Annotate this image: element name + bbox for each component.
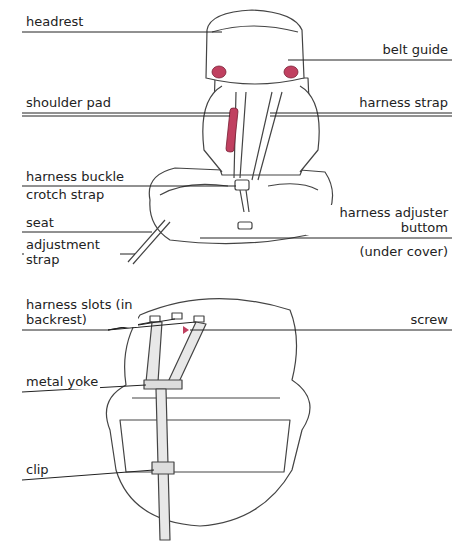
- part-label: harness strap: [357, 95, 450, 110]
- part-label: belt guide: [381, 42, 450, 57]
- part-label: crotch strap: [24, 187, 106, 202]
- part-label: shoulder pad: [24, 95, 113, 110]
- part-label: (under cover): [358, 244, 451, 259]
- part-label: metal yoke: [24, 374, 100, 389]
- part-label: harness slots (in backrest): [24, 297, 138, 327]
- part-label: seat: [24, 215, 56, 230]
- part-label: harness adjuster buttom: [306, 205, 450, 235]
- part-label: harness buckle: [24, 169, 126, 184]
- part-label: clip: [24, 462, 51, 477]
- part-label: headrest: [24, 14, 85, 29]
- part-label: adjustment strap: [24, 237, 120, 267]
- part-label: screw: [408, 312, 450, 327]
